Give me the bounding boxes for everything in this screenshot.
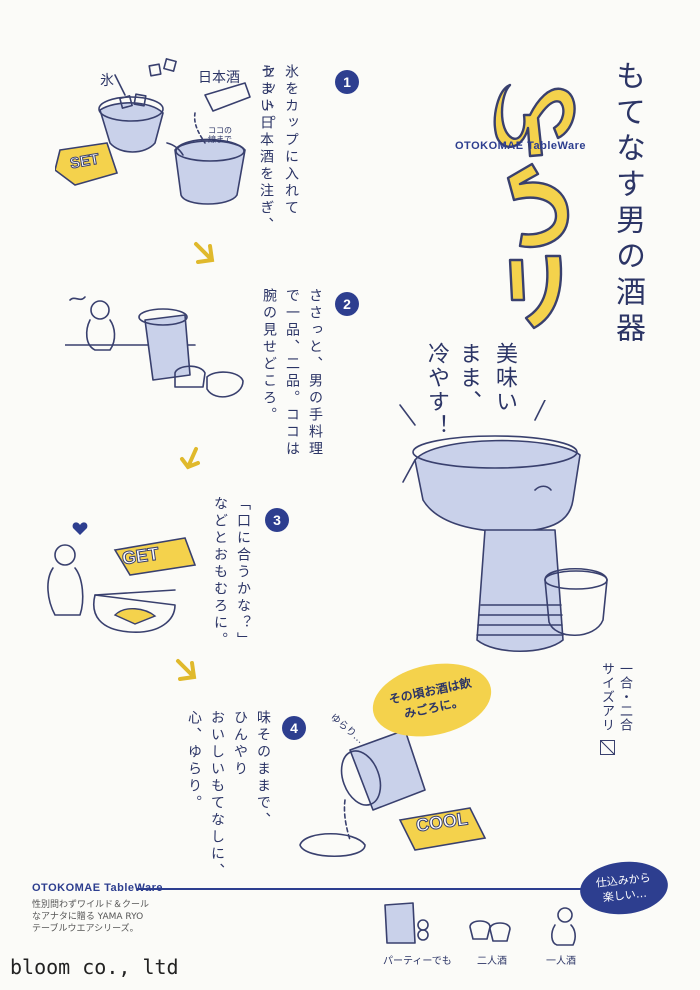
caption-two: 二人酒 (477, 956, 507, 967)
step-1-text-2: 氷をカップに入れて (283, 64, 299, 217)
footer-desc-2: なアナタに贈る YAMA RYO (32, 912, 144, 922)
label-sake: 日本酒 (198, 70, 240, 86)
footer-icons (384, 902, 576, 946)
tagline: もてなす男の酒器 (610, 60, 645, 348)
footer-bubble: 仕込みから楽しい… (577, 857, 671, 919)
step-number-1: 1 (335, 70, 359, 94)
company-name: bloom co., ltd (10, 955, 179, 979)
step-number-4: 4 (282, 716, 306, 740)
yurari-logo (493, 83, 576, 330)
size-note-line1: 一合・二合 (617, 662, 632, 732)
step-1-line1: うまい日本酒を注ぎ、 (258, 64, 274, 234)
brand-vertical: OTOKOMAE TableWare (455, 140, 587, 152)
label-ice: 氷 (100, 73, 114, 89)
hero-illustration (399, 400, 608, 653)
bubble-nomigoro-text: その頃お酒は飲みごろに。 (387, 675, 473, 721)
step-number-2: 2 (335, 292, 359, 316)
step-3-line2: などとおもむろに。 (212, 496, 228, 649)
footer-brand: OTOKOMAE TableWare (32, 882, 164, 894)
step-number-3: 3 (265, 508, 289, 532)
footer-bubble-text: 仕込みから楽しい… (595, 871, 652, 905)
arrow-down-3 (176, 659, 197, 681)
arrow-down-2 (180, 447, 200, 470)
step-2-line3: 腕の見せどころ。 (261, 288, 277, 424)
step-4-illustration (299, 729, 487, 858)
step-1-text: うまい日本酒を注ぎ、 (255, 64, 277, 234)
footer-desc-1: 性別問わずワイルド＆クール (32, 900, 150, 910)
step-2-illustration (65, 296, 244, 398)
footer-rule (137, 888, 607, 890)
step-1-text-3: セット。 (260, 64, 276, 132)
step-4-line3: おいしいもてなしに、 (209, 710, 225, 880)
size-note-line2: サイズアリ (599, 662, 614, 732)
exclaim-umai: 美味い (492, 342, 517, 414)
step-4-line1: 味そのままで、 (255, 710, 271, 829)
arrow-down-1 (194, 242, 215, 264)
step-3-illustration (47, 522, 197, 633)
step-2-line2: で一品、二品。ココは (284, 288, 300, 458)
footer-desc-3: テーブルウエアシリーズ。 (32, 924, 139, 934)
step-2-line1: ささっと、男の手料理 (307, 288, 323, 458)
caption-party: パーティーでも (383, 956, 452, 967)
exclaim-hiyasu: 冷やす！ (424, 342, 449, 438)
step-4-line4: 心、ゆらり。 (186, 710, 202, 812)
size-checkbox (600, 740, 615, 755)
exclaim-mama: まま、 (456, 342, 481, 414)
label-coko: ココの線まで (208, 126, 232, 144)
caption-one: 一人酒 (546, 956, 576, 967)
step-1-illustration (55, 58, 251, 205)
step-4-line2: ひんやり (232, 710, 248, 778)
step-3-line1: 「口に合うかな？」 (235, 496, 251, 649)
